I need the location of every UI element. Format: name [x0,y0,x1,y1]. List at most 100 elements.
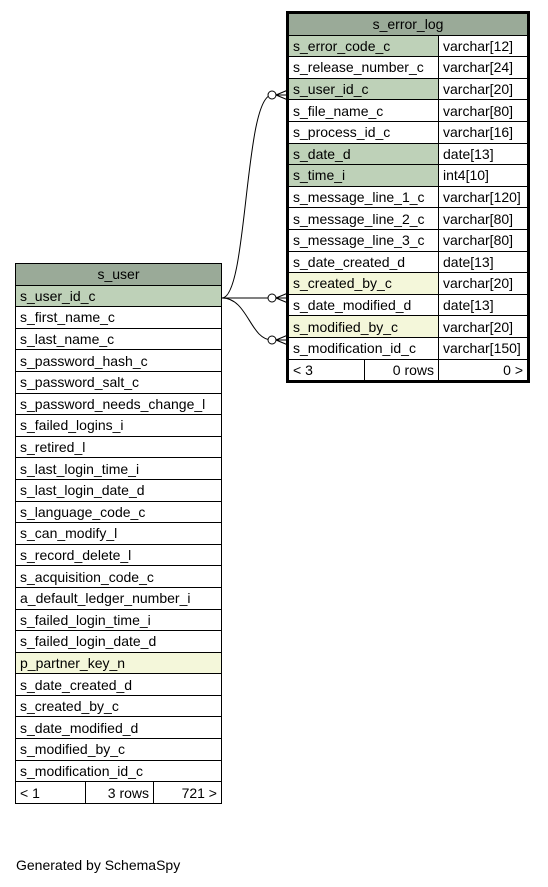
table-row[interactable]: s_record_delete_l [15,543,222,567]
column-name[interactable]: s_acquisition_code_c [15,565,222,588]
column-name[interactable]: s_user_id_c [15,284,222,308]
table-header[interactable]: s_user [15,263,222,286]
column-name[interactable]: s_created_by_c [288,272,439,295]
children-link[interactable]: 721 > [153,781,222,804]
table-row[interactable]: s_first_name_c [15,306,222,329]
column-type: varchar[24] [438,56,528,79]
column-type: date[13] [438,142,528,166]
table-row[interactable]: s_failed_login_time_i [15,608,222,632]
column-name[interactable]: s_first_name_c [15,306,222,329]
column-name[interactable]: s_record_delete_l [15,543,222,567]
column-name[interactable]: s_modified_by_c [15,738,222,761]
column-type: date[13] [438,250,528,274]
table-row[interactable]: s_last_name_c [15,327,222,351]
table-row[interactable]: s_date_modified_d [15,716,222,740]
column-name[interactable]: s_date_created_d [288,250,439,274]
column-name[interactable]: s_failed_login_time_i [15,608,222,632]
column-name[interactable]: p_partner_key_n [15,651,222,675]
parents-link[interactable]: < 1 [15,781,86,804]
column-name[interactable]: s_process_id_c [288,120,439,144]
column-name[interactable]: s_message_line_1_c [288,185,439,209]
column-name[interactable]: s_retired_l [15,435,222,459]
table-row[interactable]: s_modification_id_c [15,759,222,783]
column-type: varchar[150] [438,336,528,360]
column-name[interactable]: s_message_line_3_c [288,228,439,252]
children-link[interactable]: 0 > [438,358,528,382]
table-row[interactable]: s_failed_login_date_d [15,630,222,653]
column-name[interactable]: s_last_login_time_i [15,457,222,480]
column-name[interactable]: s_failed_login_date_d [15,630,222,653]
column-name[interactable]: s_time_i [288,164,439,187]
column-name[interactable]: s_last_login_date_d [15,478,222,502]
table-row[interactable]: s_failed_logins_i [15,414,222,437]
table-header[interactable]: s_error_log [288,13,528,36]
optional-circle-icon [267,90,277,100]
connector-user-id [221,94,273,299]
column-name[interactable]: s_language_code_c [15,500,222,524]
column-type: varchar[20] [438,77,528,101]
table-row[interactable]: s_date_created_d [15,673,222,696]
column-name[interactable]: s_date_modified_d [288,293,439,317]
table-row[interactable]: s_acquisition_code_c [15,565,222,588]
table-row[interactable]: s_retired_l [15,435,222,459]
column-type: varchar[16] [438,120,528,144]
table-row[interactable]: s_last_login_time_i [15,457,222,480]
column-name[interactable]: s_date_created_d [15,673,222,696]
column-name[interactable]: a_default_ledger_number_i [15,586,222,610]
column-name[interactable]: s_modified_by_c [288,315,439,338]
parents-link[interactable]: < 3 [288,358,365,382]
column-name[interactable]: s_message_line_2_c [288,207,439,230]
column-type: varchar[80] [438,99,528,122]
table-row[interactable]: s_modified_by_c [15,738,222,761]
column-name[interactable]: s_release_number_c [288,56,439,79]
column-name[interactable]: s_file_name_c [288,99,439,122]
column-type: varchar[12] [438,34,528,58]
optional-circle-icon [267,335,277,345]
column-name[interactable]: s_last_name_c [15,327,222,351]
column-name[interactable]: s_failed_logins_i [15,414,222,437]
table-row[interactable]: s_password_hash_c [15,349,222,372]
column-name[interactable]: s_user_id_c [288,77,439,101]
table-row[interactable]: s_language_code_c [15,500,222,524]
table-row[interactable]: p_partner_key_n [15,651,222,675]
table-row[interactable]: s_user_id_c [15,284,222,308]
column-name[interactable]: s_modification_id_c [288,336,439,360]
column-name[interactable]: s_error_code_c [288,34,439,58]
table-row[interactable]: s_password_needs_change_l [15,392,222,416]
column-name[interactable]: s_modification_id_c [15,759,222,783]
column-name[interactable]: s_password_needs_change_l [15,392,222,416]
column-type: varchar[20] [438,315,528,338]
table-row[interactable]: s_password_salt_c [15,370,222,394]
table-row[interactable]: s_created_by_c [15,694,222,718]
table-row[interactable]: s_can_modify_l [15,522,222,545]
column-name[interactable]: s_created_by_c [15,694,222,718]
column-type: varchar[120] [438,185,528,209]
row-count: 3 rows [85,781,154,804]
column-name[interactable]: s_password_hash_c [15,349,222,372]
table-row[interactable]: a_default_ledger_number_i [15,586,222,610]
table-row[interactable]: s_last_login_date_d [15,478,222,502]
column-name[interactable]: s_can_modify_l [15,522,222,545]
column-name[interactable]: s_password_salt_c [15,370,222,394]
column-name[interactable]: s_date_d [288,142,439,166]
column-name[interactable]: s_date_modified_d [15,716,222,740]
column-type: varchar[80] [438,228,528,252]
